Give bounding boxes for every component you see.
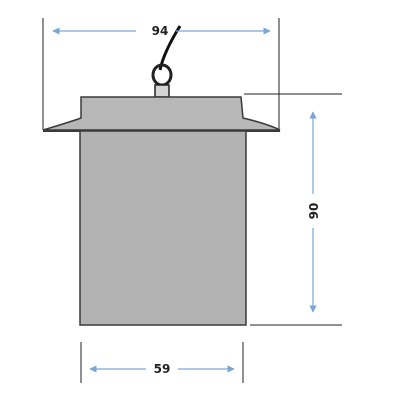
height-label: 90 [307, 203, 321, 220]
lamp-flange [42, 96, 281, 131]
top-width-label: 94 [152, 24, 169, 38]
bottom-width-label: 59 [154, 362, 171, 376]
lamp-body [79, 130, 247, 326]
ring-fitting [154, 84, 170, 98]
